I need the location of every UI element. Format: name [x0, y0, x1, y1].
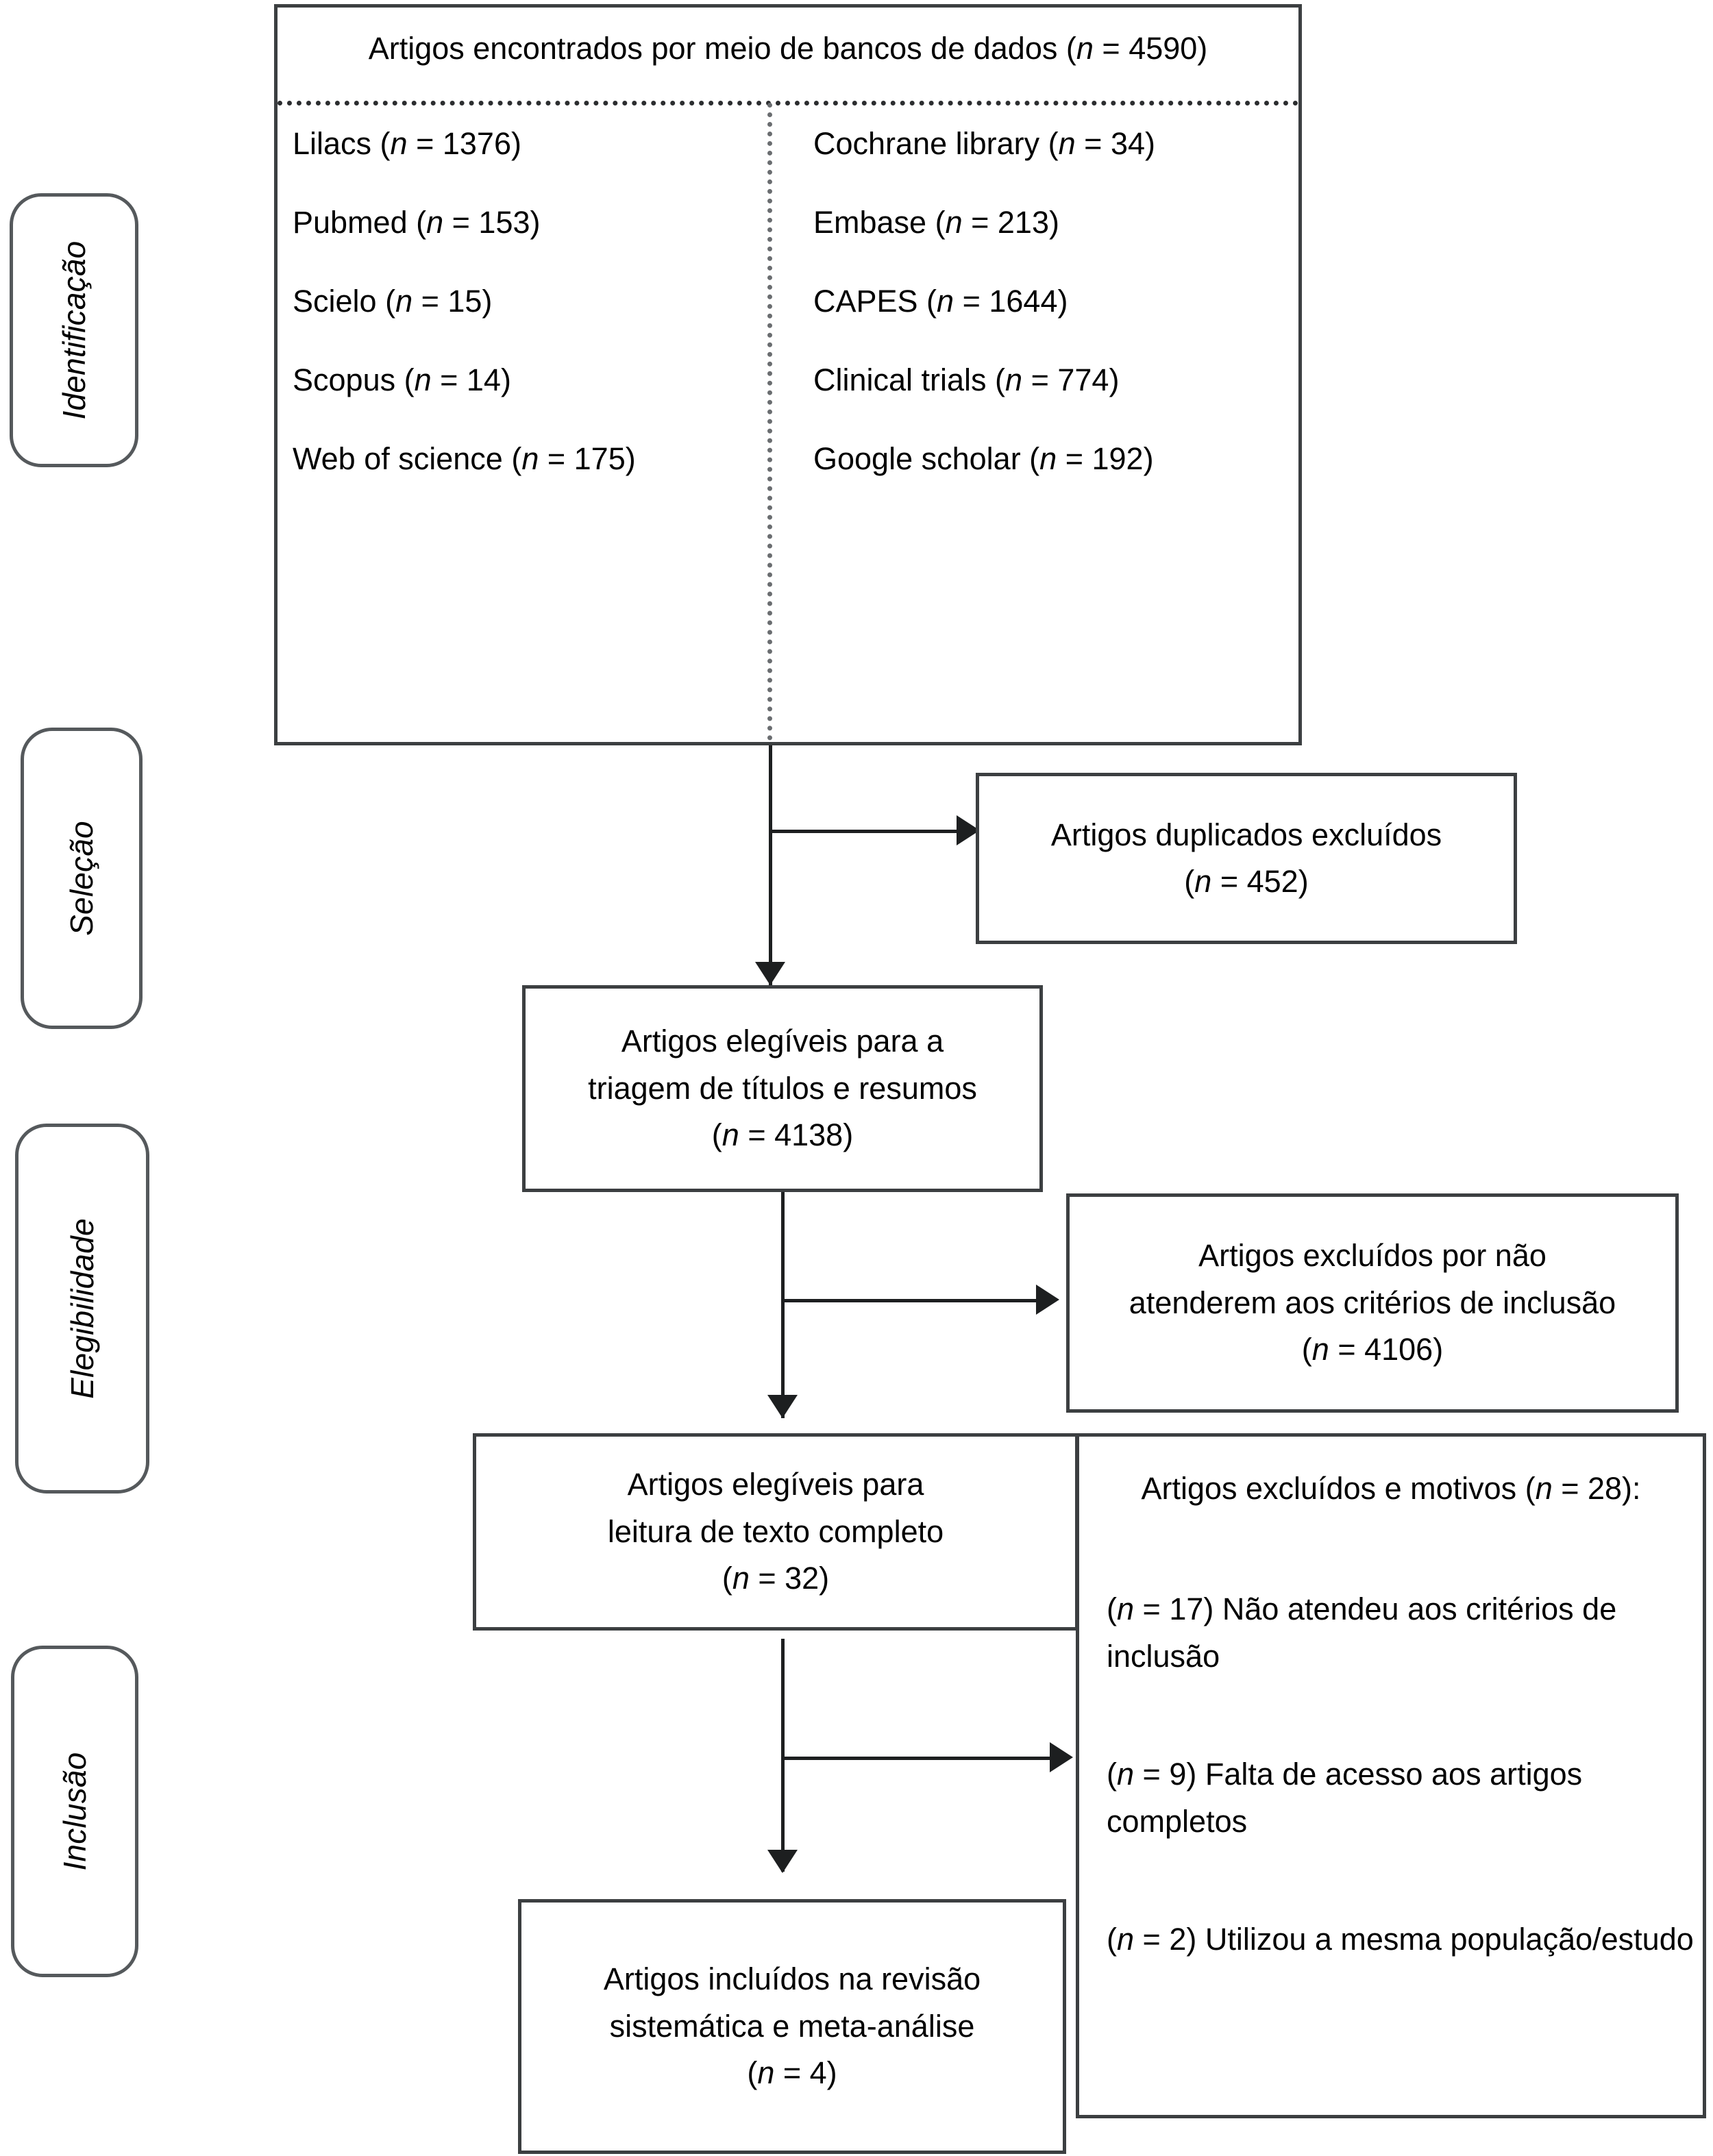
excluded-reason-3-line1: (n = 2) Utilizou a mesma: [1107, 1921, 1442, 1957]
excluded-reason-item: (n = 2) Utilizou a mesma população/estud…: [1079, 1916, 1703, 1963]
arrow-to-included: [767, 1850, 798, 1873]
fulltext-line3: (n = 32): [722, 1561, 830, 1596]
identification-vertical-divider: [767, 103, 772, 741]
included-studies-box: Artigos incluídos na revisão sistemática…: [518, 1899, 1066, 2154]
excluded-reasons-title-line1: Artigos excluídos e motivos: [1141, 1471, 1517, 1506]
database-item: Web of science (n = 175): [293, 441, 636, 476]
phase-label-identificacao: Identificação: [56, 240, 92, 420]
included-studies-text: Artigos incluídos na revisão sistemática…: [591, 1956, 993, 2096]
excluded-reasons-box: Artigos excluídos e motivos (n = 28): (n…: [1076, 1433, 1706, 2118]
phase-pill-selecao: Seleção: [21, 728, 143, 1029]
connector-to-duplicates: [769, 830, 962, 833]
connector-to-criteria-excluded: [781, 1299, 1042, 1302]
included-line1: Artigos incluídos na revisão: [603, 1961, 981, 1997]
excluded-reason-item: (n = 9) Falta de acesso aos artigos comp…: [1079, 1751, 1703, 1845]
fulltext-eligible-box: Artigos elegíveis para leitura de texto …: [473, 1433, 1079, 1631]
arrow-to-screening: [755, 962, 785, 985]
excluded-reason-2-line2: aos artigos completos: [1107, 1757, 1583, 1839]
fulltext-eligible-text: Artigos elegíveis para leitura de texto …: [595, 1461, 956, 1602]
screening-box: Artigos elegíveis para a triagem de títu…: [522, 985, 1043, 1192]
included-line2: sistemática e meta-análise: [609, 2008, 975, 2044]
database-list-left: Lilacs (n = 1376) Pubmed (n = 153) Sciel…: [293, 128, 636, 522]
phase-label-elegibilidade: Elegibilidade: [64, 1218, 100, 1399]
phase-pill-elegibilidade: Elegibilidade: [15, 1124, 149, 1494]
criteria-excluded-text: Artigos excluídos por não atenderem aos …: [1117, 1232, 1628, 1373]
phase-pill-inclusao: Inclusão: [11, 1646, 138, 1977]
connector-fulltext-to-included: [781, 1639, 785, 1872]
duplicates-excluded-box: Artigos duplicados excluídos (n = 452): [976, 773, 1517, 944]
database-item: Pubmed (n = 153): [293, 205, 541, 240]
connector-identification-to-screening: [769, 745, 772, 985]
database-list-right: Cochrane library (n = 34) Embase (n = 21…: [813, 128, 1155, 522]
screening-line2: triagem de títulos e resumos: [588, 1070, 977, 1106]
arrow-to-criteria-excluded: [1036, 1285, 1059, 1315]
fulltext-line1: Artigos elegíveis para: [627, 1467, 924, 1502]
excluded-reason-item: (n = 17) Não atendeu aos critérios de in…: [1079, 1586, 1703, 1680]
database-item: Embase (n = 213): [813, 205, 1059, 240]
identification-title-line1: Artigos encontrados por meio de bancos d…: [368, 31, 1058, 66]
screening-line3: (n = 4138): [711, 1117, 854, 1153]
fulltext-line2: leitura de texto completo: [607, 1513, 944, 1549]
excluded-reason-3-line2: população/estudo: [1450, 1921, 1694, 1957]
excluded-reason-1-line1: (n = 17) Não atendeu aos: [1107, 1591, 1457, 1627]
database-item: Scopus (n = 14): [293, 362, 511, 397]
phase-label-inclusao: Inclusão: [57, 1752, 93, 1871]
database-item: Clinical trials (n = 774): [813, 362, 1120, 397]
excluded-reasons-title-line2: (n = 28):: [1525, 1471, 1641, 1506]
duplicates-excluded-line2: (n = 452): [1184, 864, 1309, 899]
excluded-reasons-title: Artigos excluídos e motivos (n = 28):: [1079, 1465, 1703, 1512]
arrow-to-excluded-reasons: [1050, 1742, 1073, 1772]
criteria-excluded-line2: atenderem aos critérios de inclusão: [1129, 1285, 1616, 1320]
database-item: Cochrane library (n = 34): [813, 126, 1155, 161]
identification-box: Artigos encontrados por meio de bancos d…: [274, 4, 1302, 745]
criteria-excluded-line1: Artigos excluídos por não: [1198, 1238, 1546, 1274]
connector-to-excluded-reasons: [781, 1757, 1055, 1760]
arrow-to-fulltext: [767, 1395, 798, 1418]
screening-text: Artigos elegíveis para a triagem de títu…: [576, 1018, 989, 1158]
identification-title: Artigos encontrados por meio de bancos d…: [278, 25, 1298, 72]
criteria-excluded-box: Artigos excluídos por não atenderem aos …: [1066, 1193, 1679, 1413]
excluded-reason-2-line1: (n = 9) Falta de acesso: [1107, 1757, 1423, 1792]
duplicates-excluded-line1: Artigos duplicados excluídos: [1050, 817, 1442, 852]
screening-line1: Artigos elegíveis para a: [621, 1024, 944, 1059]
identification-title-line2: (n = 4590): [1065, 31, 1208, 66]
excluded-reason-1-line2: critérios de inclusão: [1107, 1591, 1617, 1674]
identification-horizontal-divider: [278, 101, 1298, 106]
database-item: Scielo (n = 15): [293, 284, 493, 319]
connector-screening-to-fulltext: [781, 1192, 785, 1418]
duplicates-excluded-text: Artigos duplicados excluídos (n = 452): [1039, 812, 1454, 906]
database-item: Google scholar (n = 192): [813, 441, 1154, 476]
database-item: CAPES (n = 1644): [813, 284, 1068, 319]
database-item: Lilacs (n = 1376): [293, 126, 521, 161]
phase-pill-identificacao: Identificação: [10, 193, 138, 467]
included-line3: (n = 4): [747, 2055, 837, 2091]
phase-label-selecao: Seleção: [64, 821, 99, 936]
criteria-excluded-line3: (n = 4106): [1301, 1332, 1444, 1367]
